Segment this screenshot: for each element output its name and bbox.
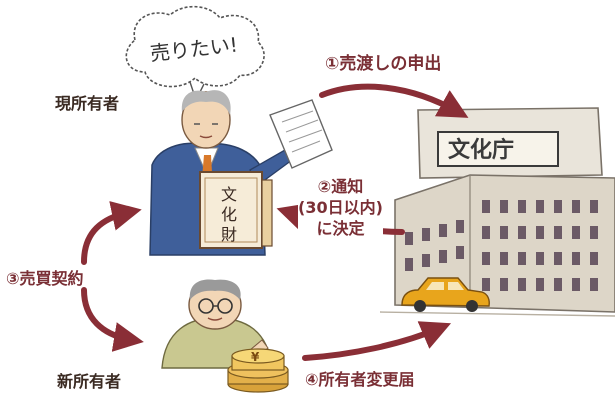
box-label-char-2: 化: [221, 205, 237, 224]
yen-icon: ¥: [251, 350, 260, 364]
agency-building: 文化庁: [379, 107, 615, 317]
arrow-step3-up: [81, 201, 142, 265]
arrow-step1: [319, 83, 469, 118]
box-label-char-1: 文: [221, 185, 237, 204]
arrow-step3-down: [81, 287, 144, 352]
coin-stack: ¥: [227, 348, 289, 393]
step2-line1: ②通知: [317, 177, 364, 196]
car-icon: [401, 277, 490, 312]
step2-label: ②通知 (30日以内) に決定: [298, 176, 383, 239]
step2-line3: に決定: [316, 219, 365, 238]
step4-label: ④所有者変更届: [305, 370, 415, 389]
current-owner-label: 現所有者: [55, 94, 120, 113]
step3-label: ③売買契約: [6, 269, 84, 288]
speech-bubble: 売りたい!: [125, 5, 265, 102]
building-sign: [437, 131, 559, 167]
step1-label: ①売渡しの申出: [325, 54, 442, 74]
document-icon: [269, 99, 333, 169]
cultural-property-box: 文 化 財: [199, 171, 273, 249]
building-sign-text: 文化庁: [448, 137, 514, 163]
new-owner-label: 新所有者: [57, 372, 122, 391]
box-label-char-3: 財: [221, 225, 237, 244]
step2-line2: (30日以内): [298, 198, 383, 217]
arrow-step4: [302, 321, 452, 361]
